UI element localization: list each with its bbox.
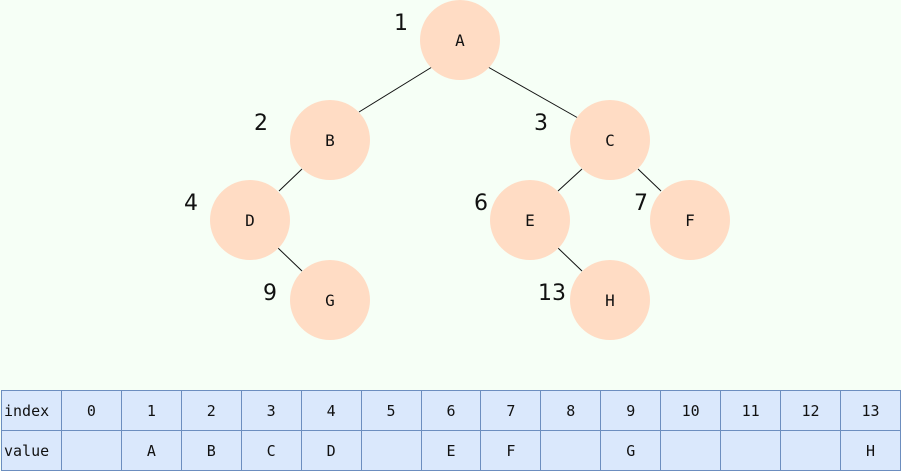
edge-a-b: [358, 66, 433, 113]
node-index-label: 4: [184, 191, 198, 216]
node-circle: [210, 180, 290, 260]
node-index-label: 6: [474, 191, 488, 216]
node-circle: [420, 0, 500, 80]
value-cell: [360, 430, 422, 471]
value-cell: [660, 430, 722, 471]
node-circle: [650, 180, 730, 260]
edge-a-c: [487, 66, 579, 119]
row-header-value: value: [1, 430, 62, 471]
node-circle: [490, 180, 570, 260]
index-cell: 8: [540, 390, 602, 431]
node-circle: [570, 100, 650, 180]
node-letter: H: [605, 291, 615, 310]
value-cell: [720, 430, 782, 471]
index-cell: 11: [720, 390, 782, 431]
value-cell: A: [120, 430, 182, 471]
index-cell: 13: [840, 390, 901, 431]
index-row: index 0 1 2 3 4 5 6 7 8 9 10 11 12 13: [1, 390, 901, 431]
index-cell: 7: [480, 390, 542, 431]
node-index-label: 9: [263, 281, 277, 306]
node-circle: [570, 260, 650, 340]
edge-c-e: [557, 168, 583, 192]
binary-tree-diagram: A 1 B 2 C 3 D 4 E 6 F 7 G 9 H 13: [184, 0, 730, 340]
edge-c-f: [637, 168, 662, 192]
index-cell: 0: [60, 390, 122, 431]
tree-node-c: C 3: [534, 100, 650, 180]
node-index-label: 2: [254, 111, 268, 136]
node-letter: C: [605, 131, 615, 150]
tree-node-f: F 7: [634, 180, 730, 260]
node-letter: B: [325, 131, 335, 150]
tree-node-a: A 1: [394, 0, 500, 80]
tree-node-h: H 13: [538, 260, 650, 340]
index-cell: 10: [660, 390, 722, 431]
value-cell: [60, 430, 122, 471]
value-cell: C: [240, 430, 302, 471]
node-circle: [290, 100, 370, 180]
value-cell: E: [420, 430, 482, 471]
node-index-label: 13: [538, 281, 566, 306]
edge-e-h: [557, 247, 583, 272]
value-cell: [540, 430, 602, 471]
index-cell: 9: [600, 390, 662, 431]
index-cell: 6: [420, 390, 482, 431]
node-index-label: 1: [394, 11, 408, 36]
tree-node-g: G 9: [263, 260, 370, 340]
value-cell: G: [600, 430, 662, 471]
node-letter: E: [525, 211, 535, 230]
index-cell: 12: [780, 390, 841, 431]
edge-d-g: [277, 247, 303, 272]
index-cell: 1: [120, 390, 182, 431]
tree-node-e: E 6: [474, 180, 570, 260]
value-cell: [780, 430, 841, 471]
node-letter: F: [685, 211, 695, 230]
node-index-label: 3: [534, 111, 548, 136]
edge-b-d: [278, 168, 303, 192]
value-row: value A B C D E F G H: [1, 430, 901, 471]
value-cell: D: [300, 430, 362, 471]
node-letter: A: [455, 31, 465, 50]
value-cell: B: [180, 430, 242, 471]
index-cell: 3: [240, 390, 302, 431]
row-header-index: index: [1, 390, 62, 431]
node-letter: D: [245, 211, 255, 230]
index-cell: 4: [300, 390, 362, 431]
index-cell: 2: [180, 390, 242, 431]
node-index-label: 7: [634, 191, 648, 216]
tree-node-b: B 2: [254, 100, 370, 180]
value-cell: H: [840, 430, 901, 471]
index-cell: 5: [360, 390, 422, 431]
tree-node-d: D 4: [184, 180, 290, 260]
node-letter: G: [325, 291, 335, 310]
array-table: index 0 1 2 3 4 5 6 7 8 9 10 11 12 13 va…: [1, 390, 901, 471]
value-cell: F: [480, 430, 542, 471]
node-circle: [290, 260, 370, 340]
